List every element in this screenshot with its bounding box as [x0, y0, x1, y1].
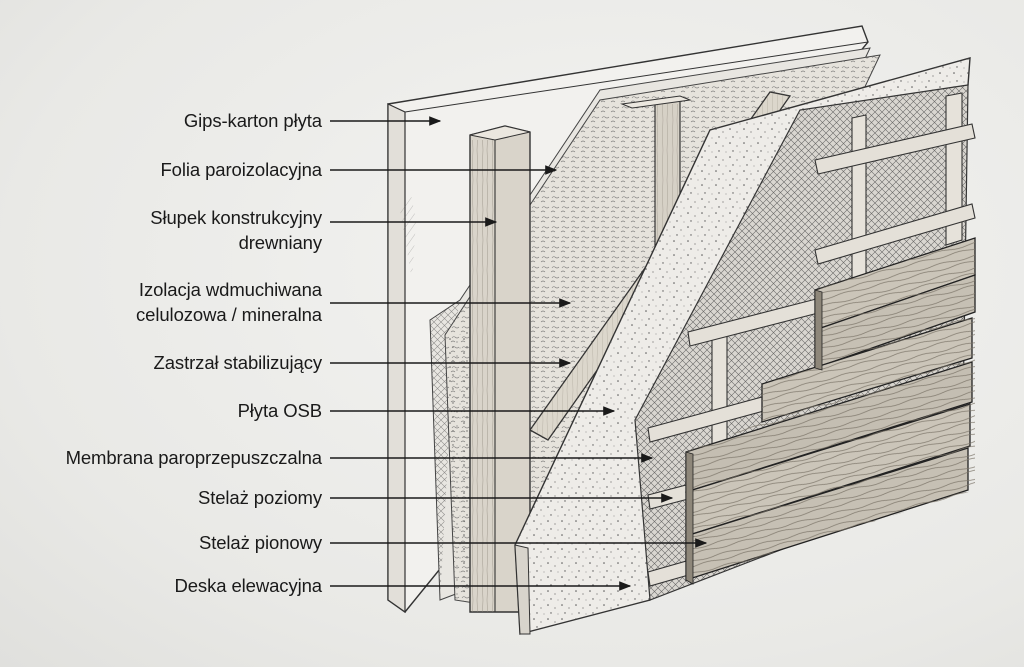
label-vapor-foil-line: Folia paroizolacyjna	[160, 159, 322, 180]
leader-arrows	[330, 116, 708, 591]
label-gypsum-line: Gips-karton płyta	[183, 110, 322, 131]
label-brace: Zastrzał stabilizujący	[153, 352, 323, 374]
label-insulation: Izolacja wdmuchiwana celulozowa / minera…	[136, 277, 322, 327]
label-batten-v: Stelaż pionowy	[199, 532, 322, 554]
label-brace-line: Zastrzał stabilizujący	[153, 352, 323, 373]
cladding-boards-drawing	[685, 237, 976, 585]
label-cladding-line: Deska elewacyjna	[174, 575, 322, 596]
label-insulation-line-2: celulozowa / mineralna	[136, 304, 322, 325]
label-membrane-line: Membrana paroprzepuszczalna	[65, 447, 323, 468]
label-gypsum: Gips-karton płyta	[184, 110, 322, 132]
label-insulation-line-1: Izolacja wdmuchiwana	[138, 279, 322, 300]
label-membrane: Membrana paroprzepuszczalna	[65, 447, 323, 469]
label-vapor-foil: Folia paroizolacyjna	[160, 159, 322, 181]
label-osb: Płyta OSB	[237, 400, 323, 422]
label-batten-h-line: Stelaż poziomy	[197, 487, 322, 508]
label-stud-line-2: drewniany	[238, 232, 323, 253]
label-batten-v-line: Stelaż pionowy	[198, 532, 322, 553]
label-cladding: Deska elewacyjna	[174, 575, 322, 597]
label-stud-line-1: Słupek konstrukcyjny	[150, 207, 322, 228]
label-batten-h: Stelaż poziomy	[198, 487, 322, 509]
label-osb-line: Płyta OSB	[237, 400, 323, 421]
label-stud: Słupek konstrukcyjny drewniany	[150, 205, 322, 255]
